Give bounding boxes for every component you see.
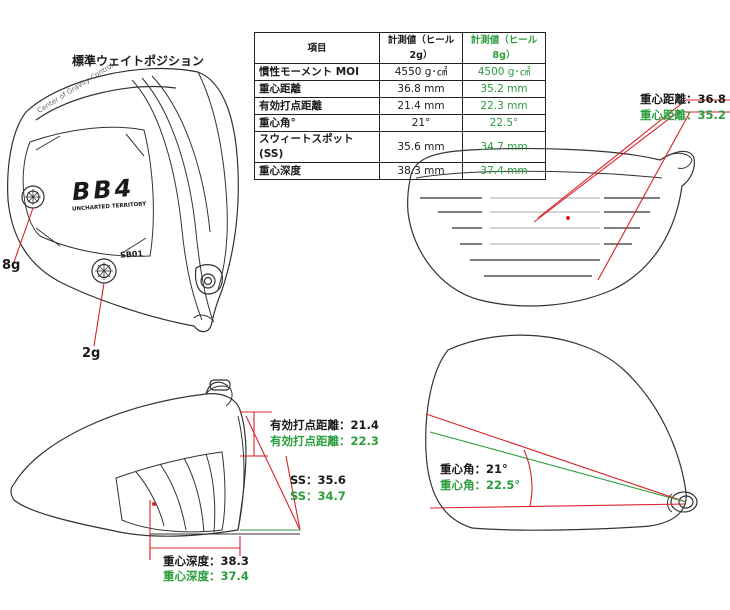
- cg-distance-std: 重心距離：36.8: [640, 92, 726, 106]
- row-std: 21.4 mm: [379, 97, 463, 115]
- row-item: 重心距離: [254, 80, 380, 98]
- spec-table: 項目 計測値（ヒール2g） 計測値（ヒール8g） 慣性モーメント MOI 455…: [254, 32, 546, 180]
- ss-std: SS：35.6: [290, 473, 346, 487]
- row-alt: 4500 g･㎠: [462, 63, 546, 81]
- sweet-area-alt: 有効打点距離：22.3: [270, 434, 379, 448]
- row-alt: 35.2 mm: [462, 80, 546, 98]
- crown-view: [425, 334, 698, 531]
- brand-logo: BB4: [71, 173, 136, 207]
- row-item: 有効打点距離: [254, 97, 380, 115]
- table-row: スウィートスポット (SS) 35.6 mm 34.7 mm: [254, 131, 546, 163]
- header-alt: 計測値（ヒール8g）: [462, 32, 546, 64]
- table-row: 重心距離 36.8 mm 35.2 mm: [254, 80, 546, 98]
- depth-std: 重心深度：38.3: [163, 554, 249, 568]
- table-row: 有効打点距離 21.4 mm 22.3 mm: [254, 97, 546, 115]
- cg-point-side: [152, 502, 156, 506]
- weight-heel-label: 2g: [82, 346, 101, 361]
- depth-alt: 重心深度：37.4: [163, 569, 249, 583]
- ss-alt: SS：34.7: [290, 489, 346, 503]
- toe-side-view: [10, 379, 247, 537]
- page-title: 標準ウェイトポジション: [72, 54, 205, 68]
- cg-distance-alt: 重心距離：35.2: [640, 108, 726, 122]
- cg-point-face: [566, 216, 570, 220]
- angle-std: 重心角：21°: [440, 462, 508, 476]
- row-alt: 34.7 mm: [462, 131, 546, 163]
- weight-toe-label: 8g: [2, 258, 21, 273]
- row-alt: 22.5°: [462, 114, 546, 132]
- row-alt: 22.3 mm: [462, 97, 546, 115]
- header-std: 計測値（ヒール2g）: [379, 32, 463, 64]
- table-row: 重心深度 38.3 mm 37.4 mm: [254, 162, 546, 180]
- row-item: 重心角°: [254, 114, 380, 132]
- sweet-area-std: 有効打点距離：21.4: [270, 418, 379, 432]
- row-alt: 37.4 mm: [462, 162, 546, 180]
- row-item: 慣性モーメント MOI: [254, 63, 380, 81]
- row-std: 21°: [379, 114, 463, 132]
- row-item: スウィートスポット (SS): [254, 131, 380, 163]
- angle-alt: 重心角：22.5°: [440, 478, 521, 492]
- row-std: 4550 g･㎠: [379, 63, 463, 81]
- row-std: 38.3 mm: [379, 162, 463, 180]
- table-row: 重心角° 21° 22.5°: [254, 114, 546, 132]
- row-std: 35.6 mm: [379, 131, 463, 163]
- table-row: 慣性モーメント MOI 4550 g･㎠ 4500 g･㎠: [254, 63, 546, 81]
- header-item: 項目: [254, 32, 380, 64]
- row-item: 重心深度: [254, 162, 380, 180]
- model-label: SB01: [119, 249, 144, 260]
- row-std: 36.8 mm: [379, 80, 463, 98]
